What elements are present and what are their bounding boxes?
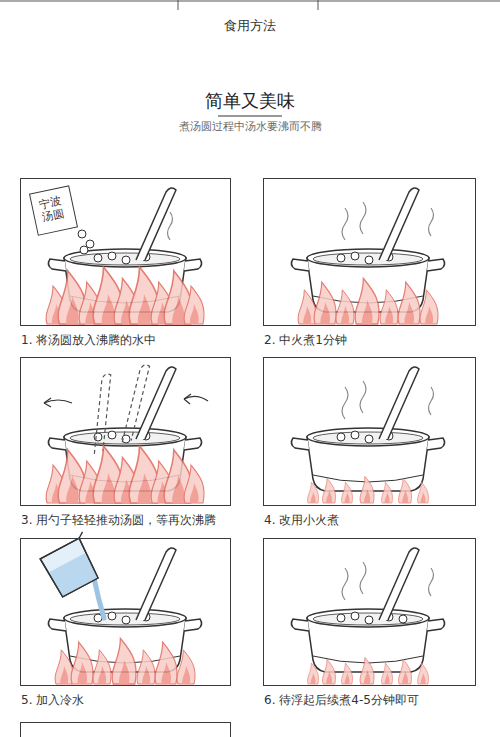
section-title: 简单又美味 bbox=[0, 90, 500, 112]
panel-frame bbox=[21, 723, 231, 737]
step-panel: 5. 加入冷水 bbox=[20, 538, 231, 686]
step-caption: 6. 待浮起后续煮4-5分钟即可 bbox=[264, 693, 419, 707]
pot-scene bbox=[38, 532, 201, 684]
step-caption: 1. 将汤圆放入沸腾的水中 bbox=[21, 333, 156, 347]
pot-scene bbox=[44, 364, 208, 503]
step-panel: 2. 中火煮1分钟 bbox=[263, 178, 476, 326]
pot-scene bbox=[291, 367, 444, 503]
step-caption: 4. 改用小火煮 bbox=[264, 513, 339, 527]
page-heading: 食用方法 bbox=[0, 17, 500, 35]
step-caption: 2. 中火煮1分钟 bbox=[264, 333, 347, 347]
step-panel: 3. 用勺子轻轻推动汤圆，等再次沸腾 bbox=[20, 357, 231, 506]
package-label: 宁波 汤圆 bbox=[38, 194, 68, 225]
subtitle-note: 煮汤圆过程中汤水要沸而不腾 bbox=[0, 120, 500, 133]
title-underline bbox=[218, 116, 282, 117]
pot-scene bbox=[291, 188, 444, 324]
step-caption: 3. 用勺子轻轻推动汤圆，等再次沸腾 bbox=[21, 513, 216, 527]
step-panel: 6. 待浮起后续煮4-5分钟即可 bbox=[263, 538, 476, 686]
step-panel: 4. 改用小火煮 bbox=[263, 357, 476, 506]
step-caption: 5. 加入冷水 bbox=[21, 693, 84, 707]
header-rule bbox=[0, 0, 500, 10]
step-panel: 1. 将汤圆放入沸腾的水中宁波 汤圆 bbox=[20, 178, 231, 326]
pot-scene bbox=[291, 548, 444, 684]
package-bag: 宁波 汤圆 bbox=[29, 185, 78, 236]
